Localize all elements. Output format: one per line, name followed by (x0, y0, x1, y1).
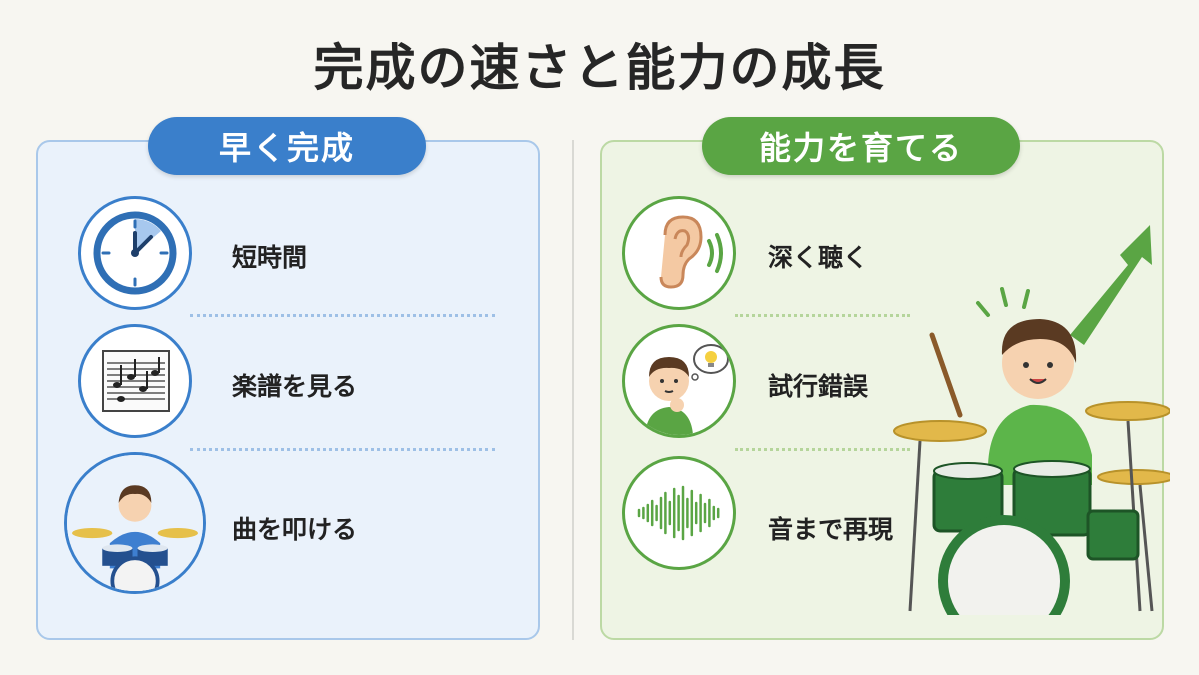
item-label-listen-deeply: 深く聴く (768, 243, 869, 272)
divider-line (735, 314, 910, 317)
page-title: 完成の速さと能力の成長 (313, 39, 886, 97)
sheet-music-icon (78, 324, 192, 438)
ear-icon (622, 196, 736, 310)
center-divider (572, 140, 574, 640)
divider-line (190, 448, 495, 451)
growing-drummer-illustration (893, 225, 1170, 615)
growth-arrow-icon (1070, 225, 1152, 345)
item-label-reproduce-sound: 音まで再現 (768, 515, 894, 544)
clock-icon (78, 196, 192, 310)
item-label-trial-and-error: 試行錯誤 (768, 372, 869, 401)
drummer-icon (64, 452, 206, 594)
divider-line (735, 448, 910, 451)
divider-line (190, 314, 495, 317)
item-label-can-play-song: 曲を叩ける (232, 515, 358, 544)
item-label-short-time: 短時間 (232, 243, 308, 272)
sound-wave-icon (622, 456, 736, 570)
thinking-boy-icon (622, 324, 736, 438)
skill-growth-heading: 能力を育てる (702, 117, 1020, 175)
fast-completion-heading: 早く完成 (148, 117, 426, 175)
item-label-read-sheet-music: 楽譜を見る (232, 372, 358, 401)
